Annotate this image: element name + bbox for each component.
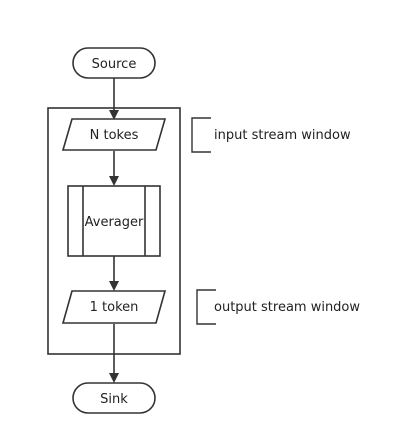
output-window-annotation: output stream window — [196, 289, 360, 325]
source-node: Source — [72, 47, 156, 79]
averager-process-node: Averager — [67, 185, 161, 257]
input-data-node: N tokes — [61, 118, 167, 151]
output-data-label: 1 token — [90, 300, 139, 315]
output-window-label: output stream window — [214, 300, 360, 315]
input-window-label: input stream window — [214, 128, 351, 143]
sink-label: Sink — [100, 392, 128, 407]
input-data-label: N tokes — [90, 128, 139, 143]
sink-node: Sink — [72, 382, 156, 414]
source-label: Source — [92, 57, 137, 72]
input-window-annotation: input stream window — [191, 117, 351, 153]
output-data-node: 1 token — [61, 290, 167, 324]
averager-label: Averager — [85, 215, 144, 230]
